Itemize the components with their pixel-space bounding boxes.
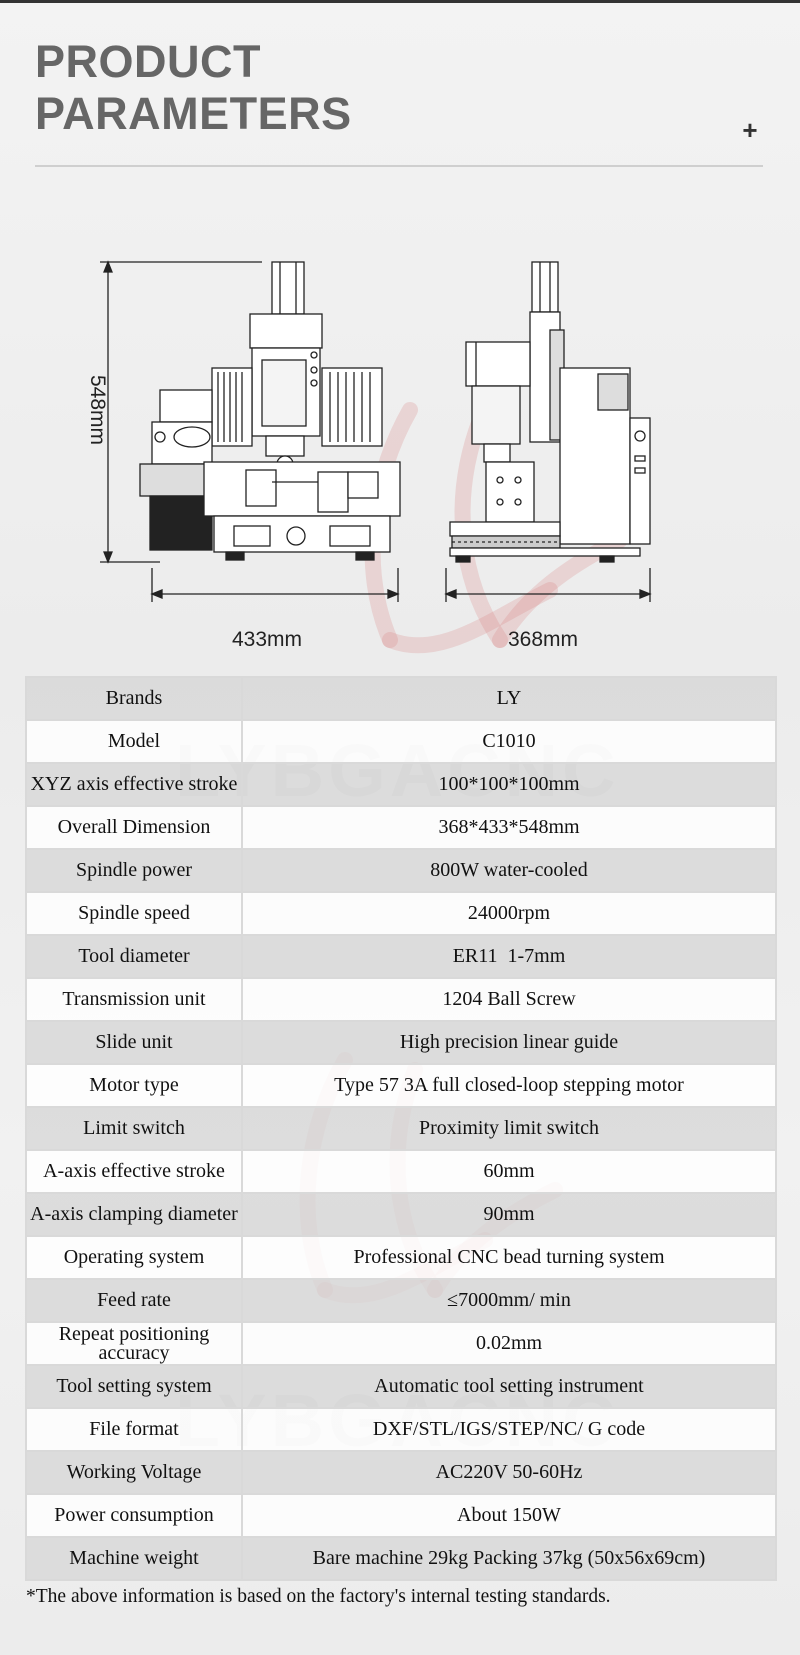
param-label: File format bbox=[25, 1407, 243, 1452]
param-value: 100*100*100mm bbox=[241, 762, 777, 807]
param-label: Motor type bbox=[25, 1063, 243, 1108]
param-value: High precision linear guide bbox=[241, 1020, 777, 1065]
machine-drawing bbox=[100, 260, 652, 602]
param-value: 1204 Ball Screw bbox=[241, 977, 777, 1022]
param-label: Power consumption bbox=[25, 1493, 243, 1538]
param-label: Working Voltage bbox=[25, 1450, 243, 1495]
param-label: A-axis effective stroke bbox=[25, 1149, 243, 1194]
param-value: 60mm bbox=[241, 1149, 777, 1194]
page-title: PRODUCT PARAMETERS bbox=[35, 36, 352, 140]
param-label: Tool diameter bbox=[25, 934, 243, 979]
machine-dimension-figure: 433mm 368mm 548mm bbox=[0, 250, 800, 670]
param-value: 800W water-cooled bbox=[241, 848, 777, 893]
param-value: DXF/STL/IGS/STEP/NC/ G code bbox=[241, 1407, 777, 1452]
param-label: Tool setting system bbox=[25, 1364, 243, 1409]
param-label: Transmission unit bbox=[25, 977, 243, 1022]
param-value: Automatic tool setting instrument bbox=[241, 1364, 777, 1409]
param-label: Feed rate bbox=[25, 1278, 243, 1323]
param-value: About 150W bbox=[241, 1493, 777, 1538]
param-value: ≤7000mm/ min bbox=[241, 1278, 777, 1323]
param-label: A-axis clamping diameter bbox=[25, 1192, 243, 1237]
param-value: AC220V 50-60Hz bbox=[241, 1450, 777, 1495]
height-dimension-label: 548mm bbox=[86, 374, 109, 446]
param-value: Professional CNC bead turning system bbox=[241, 1235, 777, 1280]
header-divider bbox=[35, 165, 763, 167]
title-line-2: PARAMETERS bbox=[35, 88, 352, 139]
depth-dimension-label: 368mm bbox=[508, 628, 579, 651]
param-label: Operating system bbox=[25, 1235, 243, 1280]
param-label: Slide unit bbox=[25, 1020, 243, 1065]
param-label: Repeat positioning accuracy bbox=[25, 1321, 243, 1366]
param-value: LY bbox=[241, 676, 777, 721]
table-row: Feed rate≤7000mm/ min bbox=[25, 1278, 777, 1323]
param-value: 24000rpm bbox=[241, 891, 777, 936]
param-label: Spindle speed bbox=[25, 891, 243, 936]
param-value: 0.02mm bbox=[241, 1321, 777, 1366]
param-label: Model bbox=[25, 719, 243, 764]
param-value: 368*433*548mm bbox=[241, 805, 777, 850]
footnote: *The above information is based on the f… bbox=[26, 1586, 611, 1607]
param-label: XYZ axis effective stroke bbox=[25, 762, 243, 807]
width-dimension-label: 433mm bbox=[232, 628, 303, 651]
param-value: Proximity limit switch bbox=[241, 1106, 777, 1151]
param-label: Limit switch bbox=[25, 1106, 243, 1151]
param-label: Spindle power bbox=[25, 848, 243, 893]
param-label: Brands bbox=[25, 676, 243, 721]
param-value: C1010 bbox=[241, 719, 777, 764]
top-border bbox=[0, 0, 800, 3]
param-label: Overall Dimension bbox=[25, 805, 243, 850]
plus-icon[interactable]: + bbox=[742, 115, 758, 145]
param-value: 90mm bbox=[241, 1192, 777, 1237]
param-label: Machine weight bbox=[25, 1536, 243, 1581]
param-value: Bare machine 29kg Packing 37kg (50x56x69… bbox=[241, 1536, 777, 1581]
param-value: Type 57 3A full closed-loop stepping mot… bbox=[241, 1063, 777, 1108]
param-value: ER11 1-7mm bbox=[241, 934, 777, 979]
title-line-1: PRODUCT bbox=[35, 36, 261, 87]
